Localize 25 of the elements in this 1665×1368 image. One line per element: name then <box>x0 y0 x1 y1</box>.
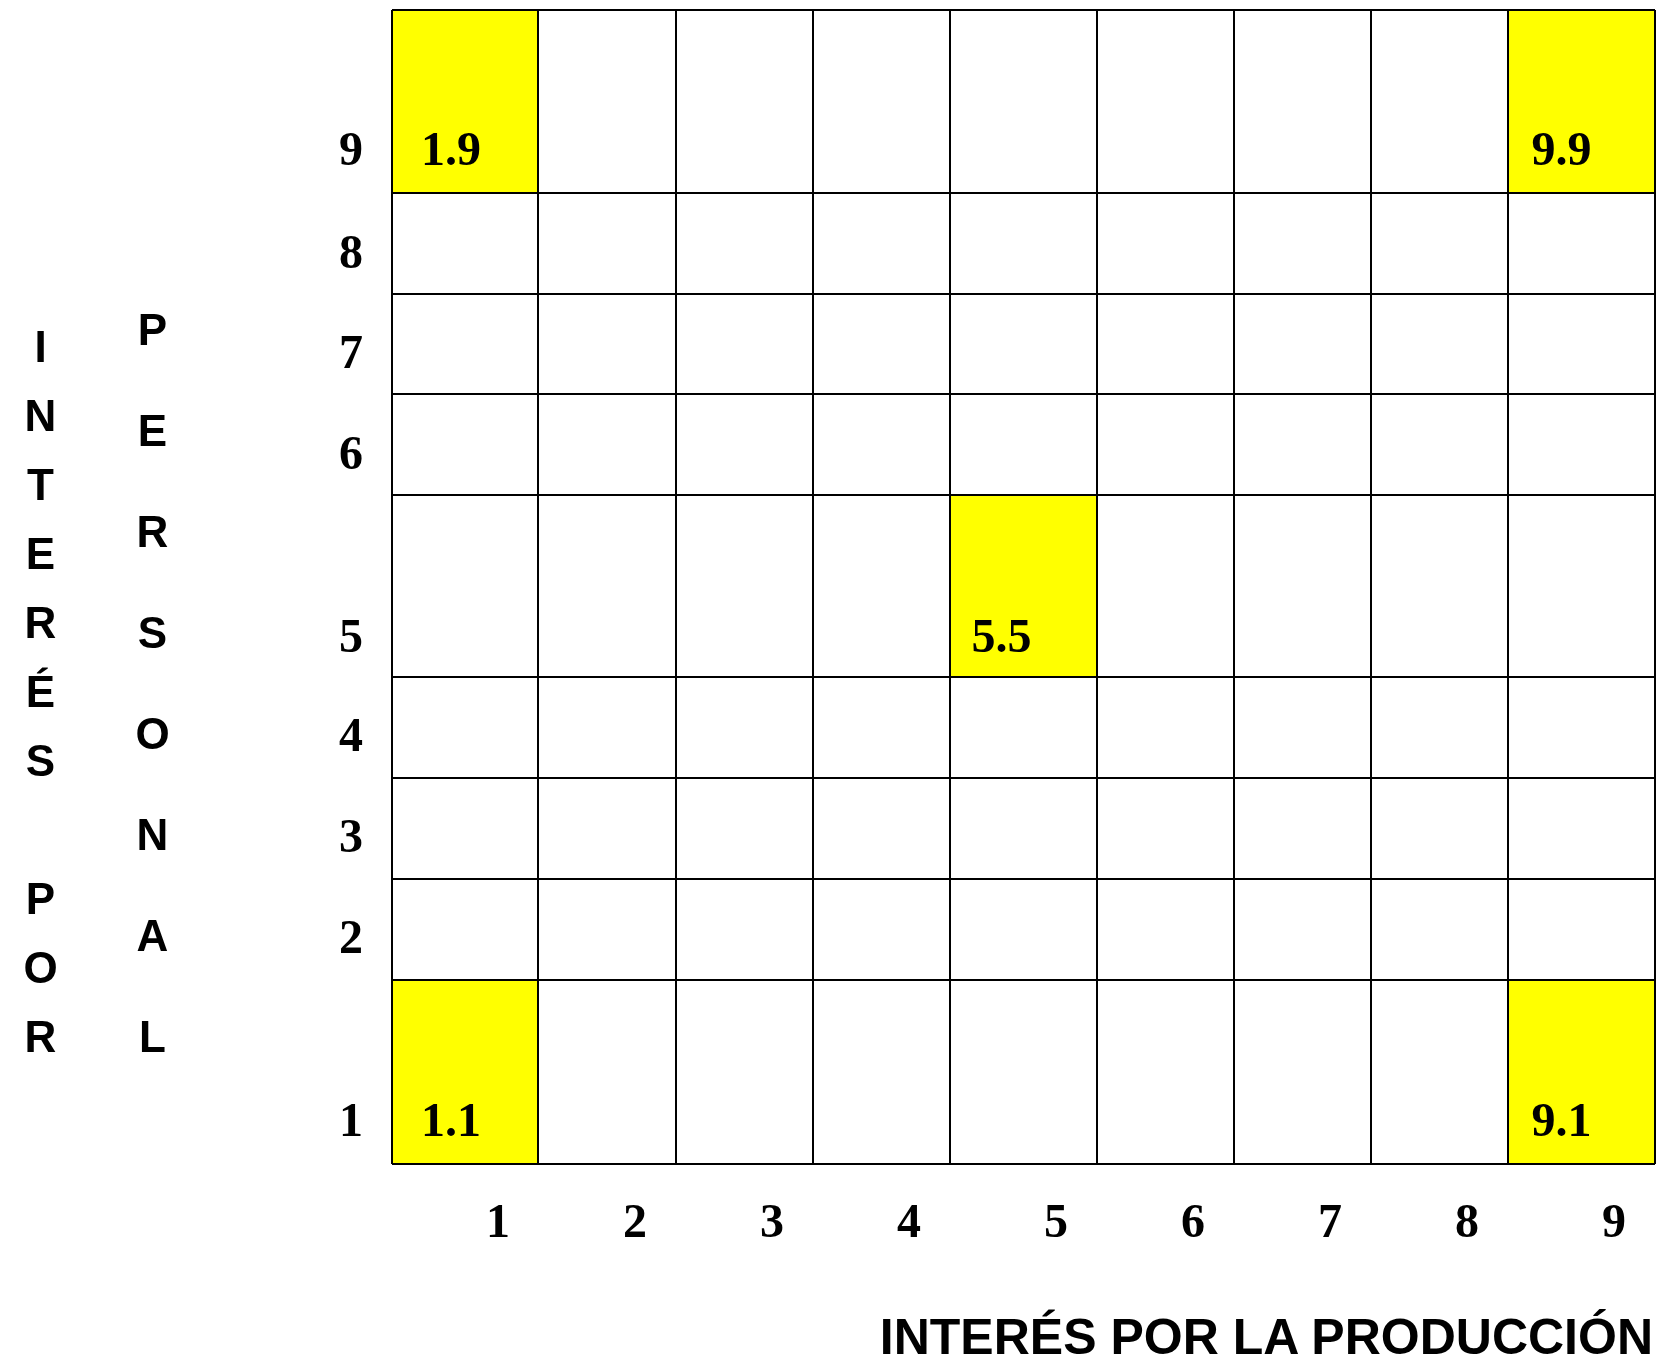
axis-tick-label: 5 <box>339 612 363 660</box>
axis-tick-label: 2 <box>339 913 363 961</box>
axis-tick-label: 4 <box>897 1197 921 1245</box>
cell-value: 1.9 <box>421 125 481 173</box>
axis-tick-label: 2 <box>623 1197 647 1245</box>
axis-tick-label: 1 <box>486 1197 510 1245</box>
axis-tick-label: 3 <box>339 812 363 860</box>
axis-title: PERSONAL <box>130 305 174 1113</box>
axis-title: INTERÉS POR <box>18 322 62 1081</box>
axis-tick-label: 6 <box>1181 1197 1205 1245</box>
axis-tick-label: 7 <box>339 328 363 376</box>
axis-tick-label: 8 <box>1455 1197 1479 1245</box>
cell-value: 9.9 <box>1531 125 1592 173</box>
cell-value: 5.5 <box>971 612 1032 660</box>
cell-value: 9.1 <box>1531 1096 1592 1144</box>
cell-value: 1.1 <box>421 1096 481 1144</box>
axis-tick-label: 1 <box>339 1096 363 1144</box>
axis-tick-label: 9 <box>1602 1197 1626 1245</box>
axis-tick-label: 8 <box>339 228 363 276</box>
axis-tick-label: 3 <box>760 1197 784 1245</box>
axis-tick-label: 9 <box>339 125 363 173</box>
axis-tick-label: 5 <box>1044 1197 1068 1245</box>
axis-tick-label: 4 <box>339 711 363 759</box>
axis-tick-label: 6 <box>339 429 363 477</box>
axis-tick-label: 7 <box>1318 1197 1342 1245</box>
